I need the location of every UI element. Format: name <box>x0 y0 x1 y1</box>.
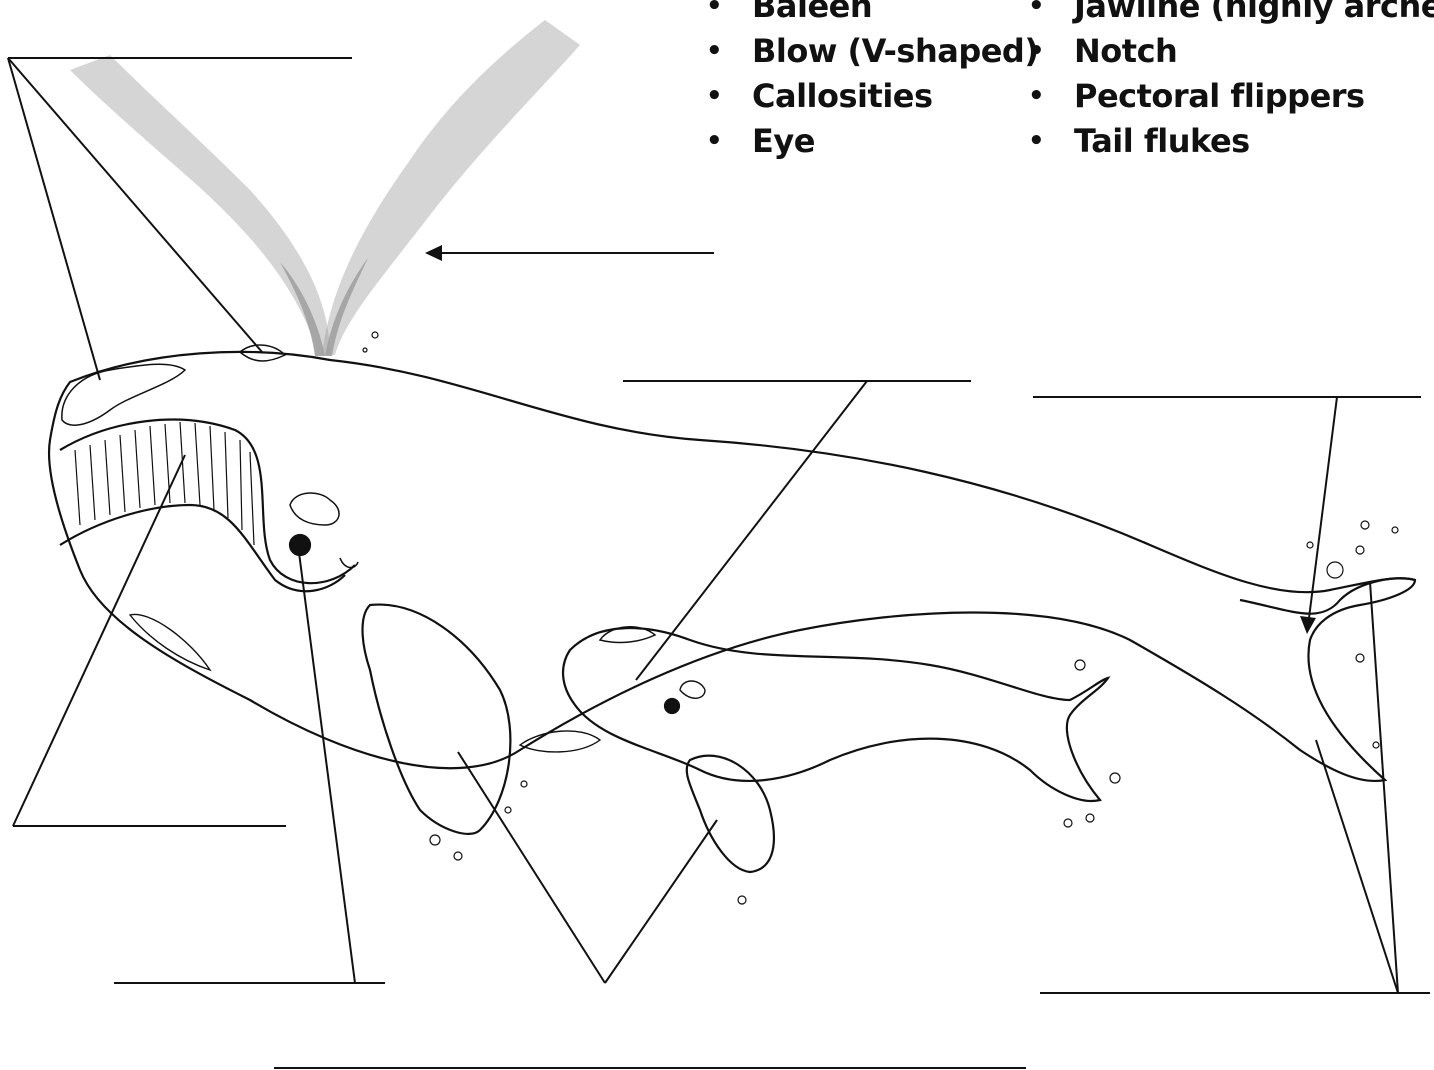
bullet-icon: • <box>704 29 724 74</box>
leader-notch <box>1309 397 1337 618</box>
word-bank-item: • Baleen <box>700 0 1038 29</box>
word-bank-item: • Callosities <box>700 74 1038 119</box>
leader-baleen <box>13 455 185 826</box>
calf-eye-callosity <box>680 681 705 698</box>
leader-callosities-1 <box>8 58 100 380</box>
word-bank-label: Tail flukes <box>1074 122 1250 160</box>
calf-body-outline <box>563 628 1108 801</box>
leader-flipper-2 <box>605 820 717 983</box>
bullet-icon: • <box>1026 74 1046 119</box>
calf-pectoral-flipper <box>687 756 774 872</box>
word-bank-column-1: • Baleen • Blow (V-shaped) • Callosities • E… <box>700 0 1038 164</box>
chin-callosity <box>130 614 210 670</box>
mother-tail-fluke <box>1240 578 1415 613</box>
word-bank-item: • Blow (V-shaped) <box>700 29 1038 74</box>
baleen-plates <box>75 422 254 545</box>
mother-smile <box>340 558 358 568</box>
head-callosity <box>62 364 185 425</box>
leader-eye <box>298 545 355 983</box>
mother-eye <box>290 535 310 555</box>
bullet-icon: • <box>1026 29 1046 74</box>
calf-whale <box>563 627 1108 872</box>
leader-tail-2 <box>1370 582 1398 993</box>
word-bank-label: Pectoral flippers <box>1074 77 1365 115</box>
word-bank-label: Callosities <box>752 77 933 115</box>
eye-callosity <box>290 493 339 525</box>
leader-center <box>636 381 867 680</box>
word-bank-item: • Notch <box>1022 29 1434 74</box>
word-bank-label: Jawline (highly arched) <box>1074 0 1434 25</box>
calf-eye <box>665 699 679 713</box>
bullet-icon: • <box>704 119 724 164</box>
word-bank-label: Baleen <box>752 0 872 25</box>
word-bank-label: Eye <box>752 122 815 160</box>
word-bank-item: • Jawline (highly arched) <box>1022 0 1434 29</box>
bullet-icon: • <box>1026 0 1046 29</box>
word-bank-item: • Pectoral flippers <box>1022 74 1434 119</box>
word-bank-column-2: • Jawline (highly arched) • Notch • Pectora… <box>1022 0 1434 164</box>
word-bank-label: Blow (V-shaped) <box>752 32 1038 70</box>
mother-jawline <box>60 420 355 584</box>
word-bank-item: • Eye <box>700 119 1038 164</box>
label-lines <box>8 58 1430 1068</box>
word-bank-item: • Tail flukes <box>1022 119 1434 164</box>
word-bank-label: Notch <box>1074 32 1177 70</box>
mother-body-outline <box>49 352 1415 781</box>
bullet-icon: • <box>1026 119 1046 164</box>
bullet-icon: • <box>704 74 724 119</box>
leader-flipper-1 <box>458 752 605 983</box>
bullet-icon: • <box>704 0 724 29</box>
arrow-blow <box>425 245 442 261</box>
blow-spray <box>70 20 580 356</box>
